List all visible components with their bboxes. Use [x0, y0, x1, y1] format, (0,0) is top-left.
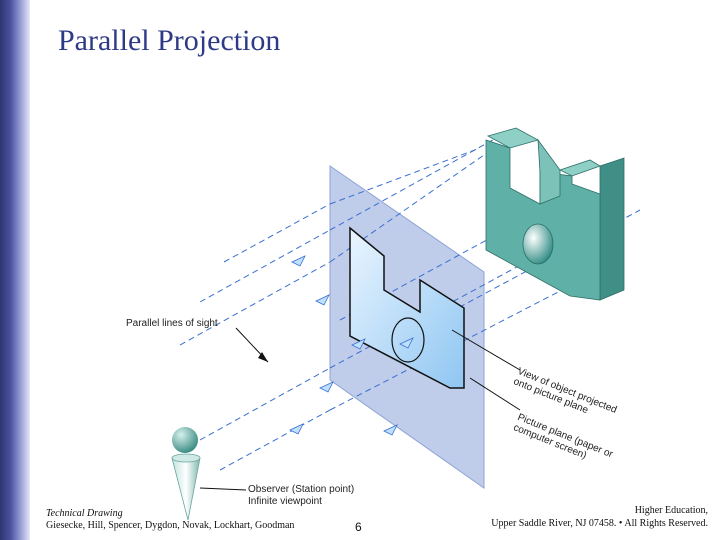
sight-line-arrows [289, 255, 414, 436]
footer-authors: Giesecke, Hill, Spencer, Dygdon, Novak, … [46, 520, 295, 531]
slide-number: 6 [355, 520, 362, 534]
side-bar [0, 0, 30, 540]
observer-figure [171, 427, 201, 521]
projected-hole [391, 317, 425, 363]
footer-copyright: Higher Education, Upper Saddle River, NJ… [491, 504, 708, 530]
footer-book-title: Technical Drawing [46, 508, 123, 519]
sight-lines-back [179, 203, 331, 471]
solid-object [485, 127, 625, 301]
footer-rights: Upper Saddle River, NJ 07458. • All Righ… [491, 518, 708, 529]
label-observer: Observer (Station point) [248, 484, 355, 495]
leader-arrowhead [258, 352, 268, 362]
slide-title: Parallel Projection [58, 24, 281, 57]
projected-view [349, 226, 465, 389]
label-parallel-lines: Parallel lines of sight [126, 318, 218, 329]
label-infinite-viewpoint: Infinite viewpoint [248, 496, 322, 507]
footer-credits: Technical Drawing Giesecke, Hill, Spence… [46, 508, 294, 532]
footer-publisher: Higher Education, [634, 505, 708, 516]
